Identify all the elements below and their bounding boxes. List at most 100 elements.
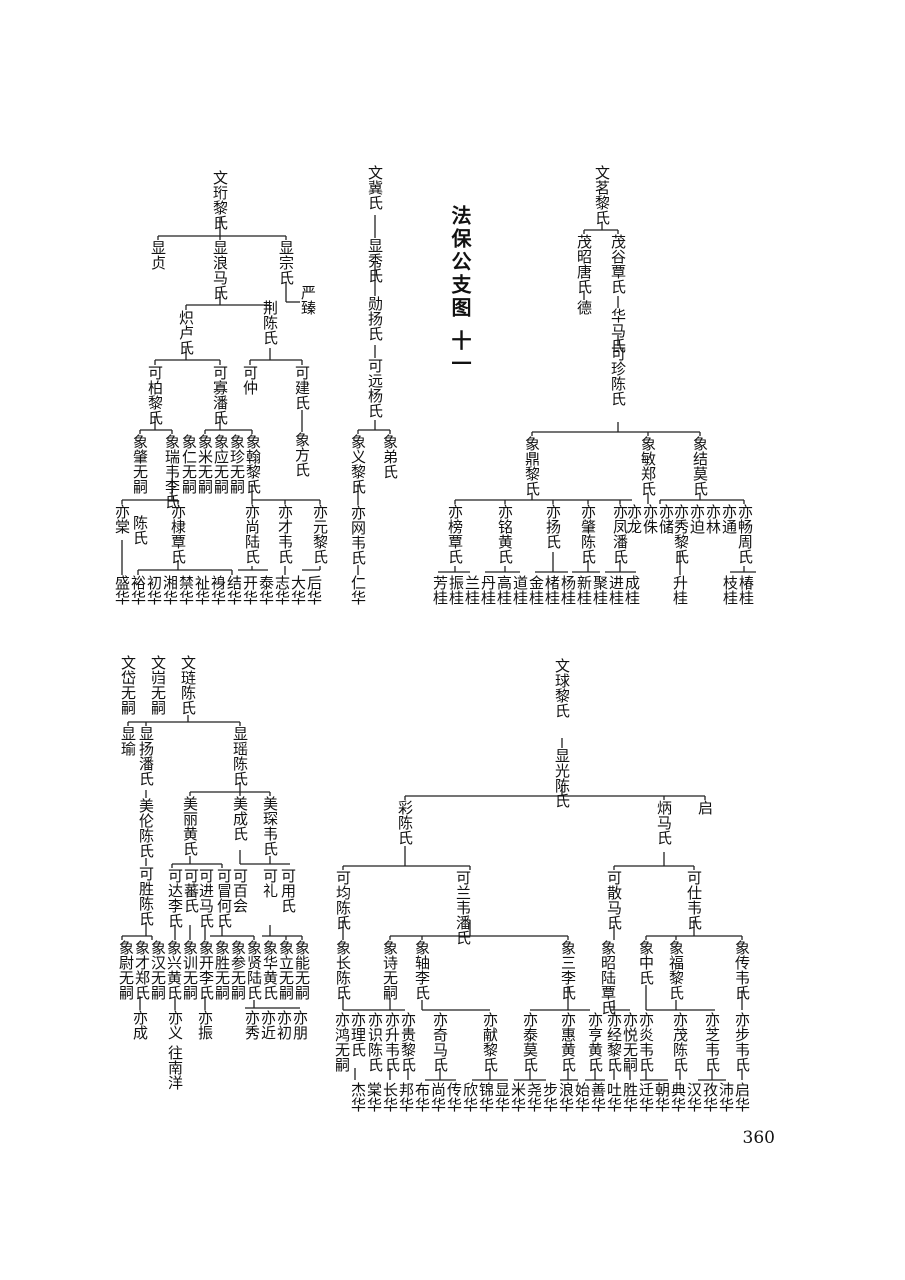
tree-node: 米华 [509,1082,527,1112]
tree-node: 可寡潘氏 [211,365,229,425]
tree-node: 象诗无嗣 [381,940,399,1000]
tree-node: 胜华 [621,1082,639,1112]
tree-node: 象才郑氏 [133,940,151,1000]
tree-node: 象昭陆覃氏 [599,940,617,1015]
tree-node: 可胜陈氏 [137,866,155,926]
tree-node: 文琏陈氏 [179,655,197,715]
tree-node: 仁华 [349,575,367,605]
page-number: 360 [742,1128,775,1148]
tree-node: 美琛韦氏 [261,796,279,856]
tree-node: 孜华 [701,1082,719,1112]
tree-node: 启华 [733,1082,751,1112]
tree-node: 结华 [225,575,243,605]
tree-node: 亦凤潘氏 [611,504,629,564]
tree-node: 湘华 [161,575,179,605]
tree-node: 椿桂 [737,575,755,605]
tree-node: 亦迫 [688,504,706,534]
tree-node: 象胜无嗣 [213,940,231,1000]
tree-node: 新桂 [575,575,593,605]
tree-node: 象福黎氏 [667,940,685,1000]
tree-node: 振桂 [447,575,465,605]
tree-node: 象翰黎氏 [244,434,262,494]
tree-node: 象兴黄氏 [165,940,183,1000]
tree-node: 象立无嗣 [277,940,295,1000]
tree-node: 亦棣覃氏 [169,504,187,564]
tree-node: 象能无嗣 [293,940,311,1000]
tree-node: 浪华 [557,1082,575,1112]
tree-node: 可用氏 [279,868,297,913]
tree-node: 美丽黄氏 [181,796,199,856]
tree-node: 成桂 [623,575,641,605]
tree-node: 象弟氏 [381,434,399,479]
tree-node: 文岱无嗣 [119,655,137,715]
tree-node: 汉华 [685,1082,703,1112]
tree-node: 显华 [493,1082,511,1112]
tree-node: 志华 [273,575,291,605]
tree-node: 亦炎韦氏 [637,1012,655,1072]
tree-node: 亦秀黎氏 [672,504,690,564]
tree-node: 聚桂 [591,575,609,605]
tree-node: 欣华 [461,1082,479,1112]
tree-node: 亦泰莫氏 [521,1012,539,1072]
tree-node: 可蕃氏 [182,868,200,913]
tree-node: 文岿无嗣 [149,655,167,715]
tree-node: 显光陈氏 [553,748,571,808]
tree-node: 可兰韦潘氏 [454,870,472,945]
tree-node: 亦升韦氏 [383,1012,401,1072]
tree-node: 可散马氏 [605,870,623,930]
tree-node: 可达李氏 [166,868,184,928]
tree-node: 象训无嗣 [181,940,199,1000]
tree-node: 象鼎黎氏 [523,436,541,496]
tree-node: 杰华 [349,1082,367,1112]
tree-node: 棠华 [365,1082,383,1112]
tree-node: 传华 [445,1082,463,1112]
tree-node: 锦华 [477,1082,495,1112]
tree-node: 象义黎氏 [349,434,367,494]
tree-node: 始华 [573,1082,591,1112]
tree-node: 亦近 [259,1010,277,1040]
tree-node: 亦林 [704,504,722,534]
tree-node: 裑华 [209,575,227,605]
tree-node: 亦初 [275,1010,293,1040]
tree-node: 丹桂 [479,575,497,605]
tree-node: 华马氏 [609,308,627,353]
page-title: 法保公支图 十一 [448,205,472,376]
tree-node: 亦通 [720,504,738,534]
tree-node: 象珍无嗣 [228,434,246,494]
tree-node: 邦华 [397,1082,415,1112]
tree-node: 显扬潘氏 [137,726,155,786]
tree-node: 亦理氏 [349,1012,367,1057]
tree-node: 枝桂 [721,575,739,605]
tree-node: 亦经黎氏 [605,1012,623,1072]
tree-node: 亦元黎氏 [311,504,329,564]
tree-node: 亦龙 [625,504,643,534]
tree-node: 可冒何氏 [215,868,233,928]
tree-node: 亦悦无嗣 [621,1012,639,1072]
tree-node: 象开李氏 [197,940,215,1000]
tree-node: 勋扬氏 [366,296,384,341]
tree-node: 禁华 [177,575,195,605]
tree-node: 美成氏 [231,796,249,841]
tree-node: 可柏黎氏 [146,365,164,425]
tree-node: 亦成 [131,1010,149,1040]
tree-node: 文球黎氏 [553,658,571,718]
tree-node: 严臻 [299,285,317,315]
tree-node: 文冀氏 [366,165,384,210]
tree-node: 显浪马氏 [211,240,229,300]
tree-node: 大华 [289,575,307,605]
tree-node: 可仲 [241,365,259,395]
tree-node: 象中氏 [637,940,655,985]
tree-node: 楮桂 [543,575,561,605]
tree-node: 典华 [669,1082,687,1112]
tree-node: 亦朋 [291,1010,309,1040]
tree-node: 象肇无嗣 [131,434,149,494]
tree-node: 显秀氏 [366,238,384,283]
tree-node: 亦识陈氏 [366,1012,384,1072]
tree-node: 吐华 [605,1082,623,1112]
tree-node: 亦茂陈氏 [671,1012,689,1072]
tree-node: 布华 [413,1082,431,1112]
tree-node: 盛华 [113,575,131,605]
tree-node: 亦棠 [113,504,131,534]
tree-node: 可均陈氏 [334,870,352,930]
